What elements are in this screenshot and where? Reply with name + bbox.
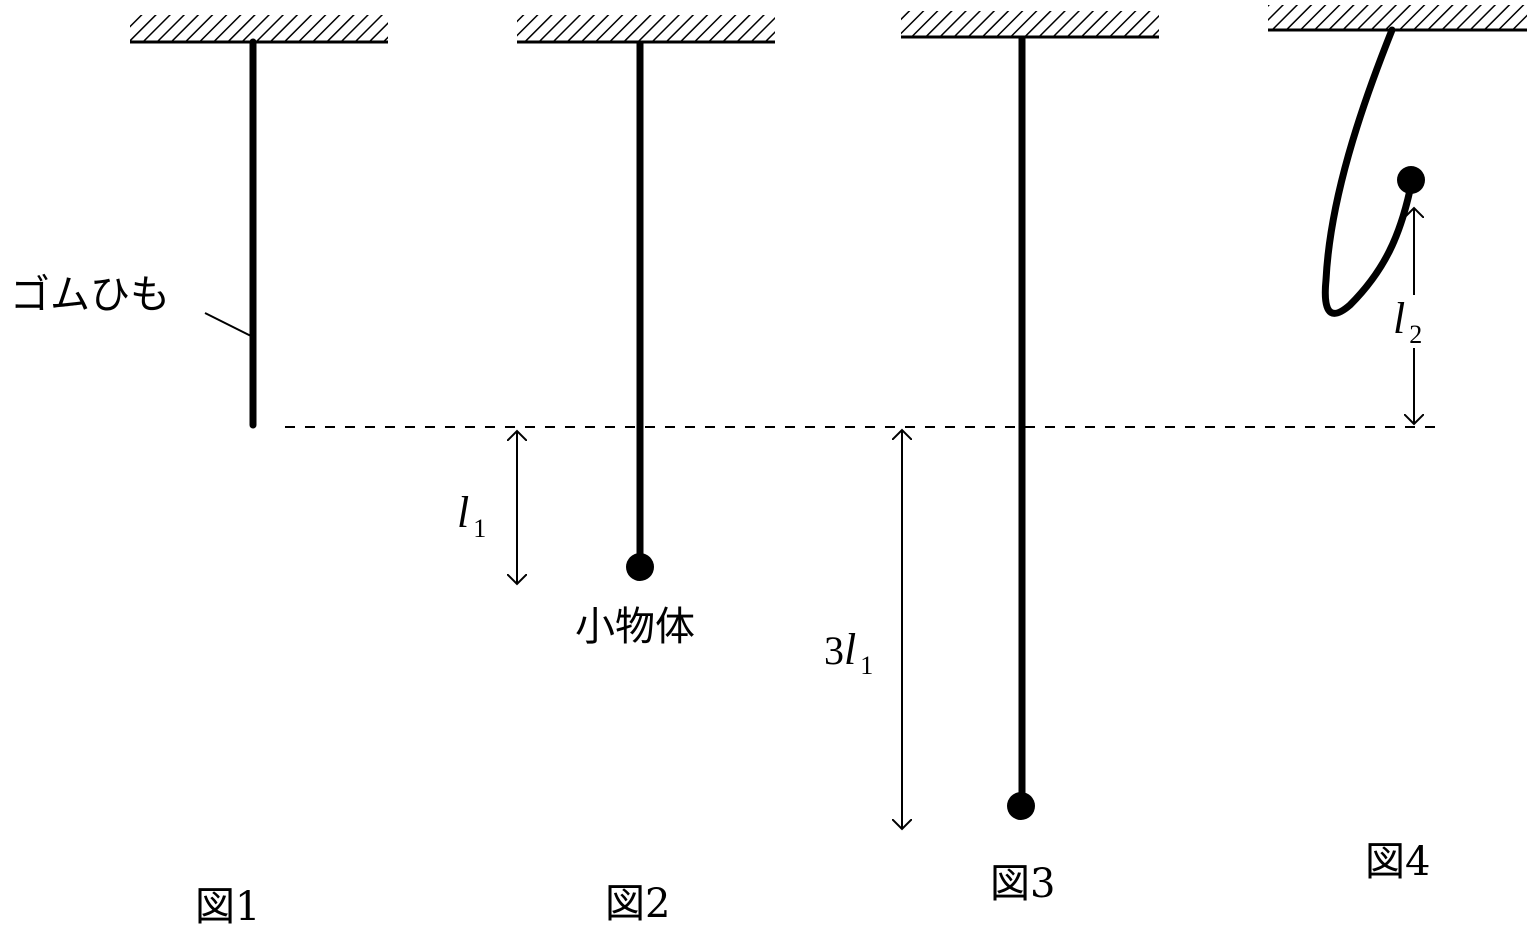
ceiling-fig1 [130,15,388,44]
rubber-band-fig4-slack [1321,26,1414,317]
leader-line [204,312,254,338]
small-object-fig4 [1397,166,1425,194]
small-object-fig2 [626,553,654,581]
ceiling-fig3 [901,11,1159,39]
figure-2-caption: 図2 [605,881,670,927]
ceiling-fig4 [1268,5,1527,32]
figure-3-caption: 図3 [990,861,1055,907]
ceiling-fig2 [517,15,775,44]
figure-1-caption: 図1 [195,884,260,930]
small-object-fig3 [1007,792,1035,820]
figure-4-caption: 図4 [1365,839,1430,885]
small-object-label: 小物体 [575,604,695,650]
rubber-band-label: ゴムひも [10,272,170,318]
